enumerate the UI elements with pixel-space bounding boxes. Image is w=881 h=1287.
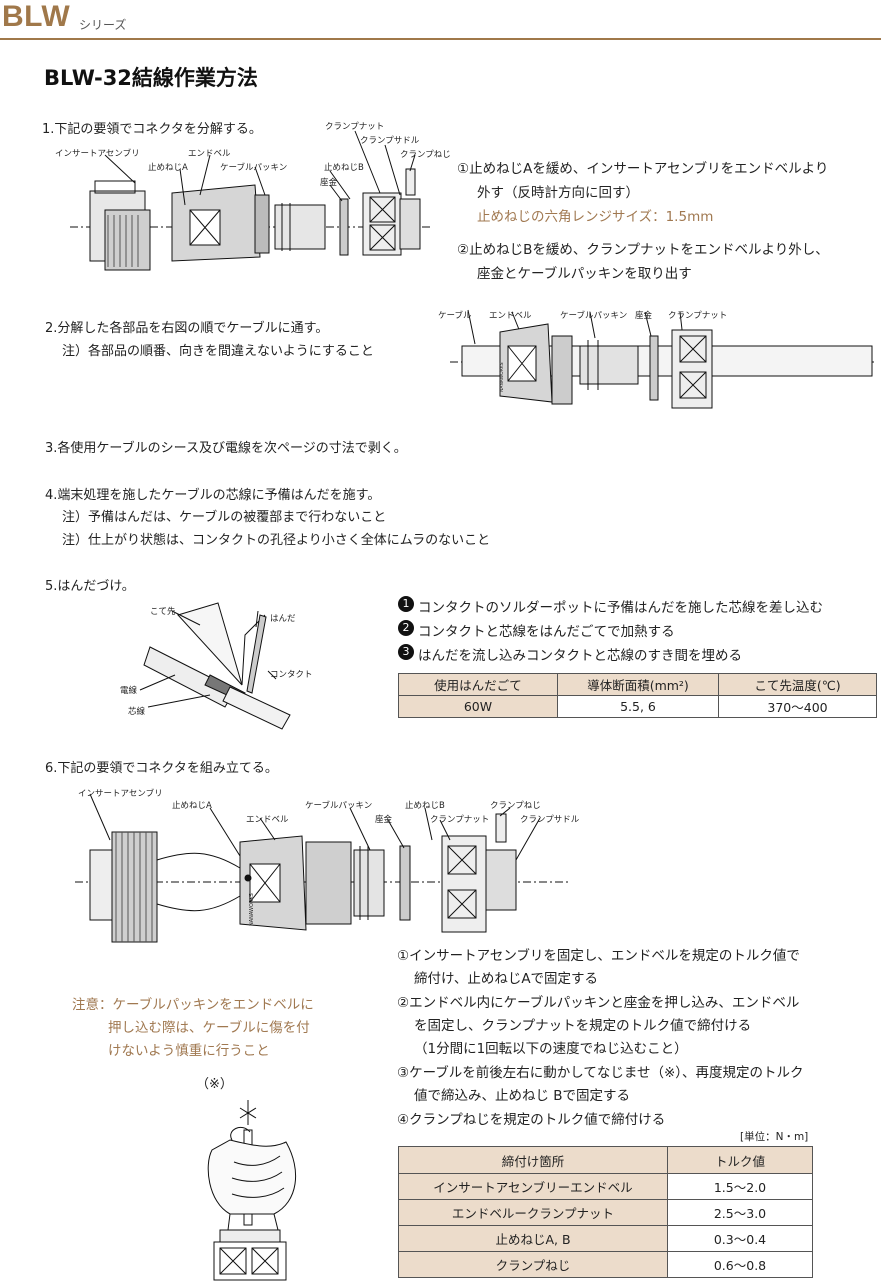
- step5-label-tip: こて先: [150, 607, 176, 617]
- soldering-spec-table: 使用はんだごて 導体断面積(mm²) こて先温度(℃) 60W 5.5, 6 3…: [398, 673, 877, 718]
- assembly-instruction-3: ③ケーブルを前後左右に動かしてなじませ（※）、再度規定のトルク: [397, 1065, 804, 1081]
- step5-label-wire: 電線: [120, 686, 138, 696]
- step4-note-1: 注）予備はんだは、ケーブルの被覆部まで行わないこと: [62, 510, 387, 525]
- torque-location: インサートアセンブリーエンドベル: [398, 1173, 668, 1200]
- step1-instruction-1: ①止めねじAを緩め、インサートアセンブリをエンドベルより: [457, 161, 829, 177]
- assembly-instruction-4: ④クランプねじを規定のトルク値で締付ける: [397, 1112, 666, 1128]
- assembly-instruction-2-speed: （1分間に1回転以下の速度でねじ込むこと）: [414, 1041, 688, 1057]
- soldering-cell-temp: 370～400: [718, 695, 877, 718]
- step3-heading: 3.各使用ケーブルのシース及び電線を次ページの寸法で剥く。: [45, 441, 407, 456]
- caution-line-3: けないよう慎重に行うこと: [108, 1043, 270, 1059]
- torque-location: エンドベルークランプナット: [398, 1199, 668, 1226]
- caution-line-1: 注意：ケーブルパッキンをエンドベルに: [72, 997, 314, 1013]
- torque-table: 締付け箇所 トルク値 インサートアセンブリーエンドベル 1.5～2.0 エンドベ…: [398, 1146, 813, 1278]
- assembly-instruction-3-cont: 値で締込み、止めねじ Bで固定する: [414, 1088, 631, 1104]
- step2-label-endbell: エンドベル: [489, 311, 532, 321]
- table-row: クランプねじ 0.6～0.8: [398, 1251, 813, 1278]
- hand-adjust-illustration: [190, 1090, 320, 1285]
- step6-label-saddle: クランプサドル: [520, 815, 580, 825]
- step5-instruction-3: はんだを流し込みコンタクトと芯線のすき間を埋める: [418, 648, 742, 664]
- step2-heading: 2.分解した各部品を右図の順でケーブルに通す。: [45, 321, 329, 336]
- soldering-header-area: 導体断面積(mm²): [557, 673, 719, 696]
- soldering-header-iron: 使用はんだごて: [398, 673, 558, 696]
- table-row: 止めねじA, B 0.3～0.4: [398, 1225, 813, 1252]
- step6-label-endbell: エンドベル: [246, 815, 289, 825]
- step6-assembly-diagram: NANAWORKS: [70, 780, 590, 950]
- soldering-cell-area: 5.5, 6: [557, 695, 719, 718]
- step1-instruction-2-cont: 座金とケーブルパッキンを取り出す: [477, 266, 692, 282]
- table-row: インサートアセンブリーエンドベル 1.5～2.0: [398, 1173, 813, 1200]
- hand-figure-ref: （※）: [196, 1077, 233, 1092]
- brand-logo: BLW: [2, 0, 71, 33]
- soldering-header-temp: こて先温度(℃): [718, 673, 877, 696]
- step5-label-solder: はんだ: [270, 614, 296, 624]
- step2-endbell-mark: NANAWORKS: [499, 362, 505, 392]
- torque-header-value: トルク値: [667, 1146, 813, 1174]
- step1-label-insert: インサートアセンブリ: [55, 149, 140, 159]
- step6-label-screwB: 止めねじB: [405, 801, 445, 811]
- soldering-cell-iron: 60W: [398, 695, 558, 718]
- torque-value: 2.5～3.0: [667, 1199, 813, 1226]
- step1-label-washer: 座金: [320, 178, 338, 188]
- step6-heading: 6.下記の要領でコネクタを組み立てる。: [45, 761, 278, 776]
- step2-label-packing: ケーブルパッキン: [560, 311, 628, 321]
- caution-line-2: 押し込む際は、ケーブルに傷を付: [108, 1020, 310, 1036]
- step1-hex-size-note: 止めねじの六角レンジサイズ：1.5mm: [477, 209, 714, 225]
- table-row: エンドベルークランプナット 2.5～3.0: [398, 1199, 813, 1226]
- header-divider: [0, 38, 881, 40]
- step2-label-washer: 座金: [635, 311, 653, 321]
- step5-soldering-diagram: [110, 595, 310, 730]
- torque-header-location: 締付け箇所: [398, 1146, 668, 1174]
- step6-endbell-mark: NANAWORKS: [249, 893, 255, 926]
- step1-disassembly-diagram: [50, 115, 440, 285]
- torque-value: 0.6～0.8: [667, 1251, 813, 1278]
- step2-label-cable: ケーブル: [438, 311, 472, 321]
- step5-num-2: 2: [398, 620, 414, 636]
- assembly-instruction-1-cont: 締付け、止めねじAで固定する: [414, 971, 599, 987]
- page-title: BLW-32結線作業方法: [44, 66, 258, 90]
- step4-heading: 4.端末処理を施したケーブルの芯線に予備はんだを施す。: [45, 488, 381, 503]
- step1-instruction-2: ②止めねじBを緩め、クランプナットをエンドベルより外し、: [457, 242, 829, 258]
- step6-label-clampscrew: クランプねじ: [490, 801, 541, 811]
- step1-label-screwB: 止めねじB: [324, 163, 364, 173]
- assembly-instruction-2: ②エンドベル内にケーブルパッキンと座金を押し込み、エンドベル: [397, 995, 800, 1011]
- assembly-instruction-2-cont: を固定し、クランプナットを規定のトルク値で締付ける: [414, 1018, 752, 1034]
- step5-num-1: 1: [398, 596, 414, 612]
- step5-label-contact: コンタクト: [270, 670, 313, 680]
- step1-label-packing: ケーブルパッキン: [220, 163, 288, 173]
- series-label: シリーズ: [79, 18, 127, 32]
- step5-instruction-1: コンタクトのソルダーポットに予備はんだを施した芯線を差し込む: [418, 600, 823, 616]
- table-row: 60W 5.5, 6 370～400: [398, 695, 877, 718]
- assembly-instruction-1: ①インサートアセンブリを固定し、エンドベルを規定のトルク値で: [397, 948, 800, 964]
- torque-unit: [単位：N・m]: [740, 1131, 809, 1143]
- step1-label-clampscrew: クランプねじ: [400, 150, 451, 160]
- torque-location: クランプねじ: [398, 1251, 668, 1278]
- step1-label-clampnut: クランプナット: [325, 122, 385, 132]
- step1-label-endbell: エンドベル: [188, 149, 231, 159]
- step5-instruction-2: コンタクトと芯線をはんだごてで加熱する: [418, 624, 675, 640]
- torque-location: 止めねじA, B: [398, 1225, 668, 1252]
- step5-heading: 5.はんだづけ。: [45, 579, 135, 594]
- step1-heading: 1.下記の要領でコネクタを分解する。: [42, 122, 262, 137]
- torque-value: 0.3～0.4: [667, 1225, 813, 1252]
- step4-note-2: 注）仕上がり状態は、コンタクトの孔径より小さく全体にムラのないこと: [62, 533, 491, 548]
- step6-label-screwA: 止めねじA: [172, 801, 212, 811]
- step2-order-diagram: NANAWORKS: [440, 300, 878, 415]
- step6-label-packing: ケーブルパッキン: [305, 801, 373, 811]
- step1-label-saddle: クランプサドル: [360, 136, 420, 146]
- step5-num-3: 3: [398, 644, 414, 660]
- step1-instruction-1-cont: 外す（反時計方向に回す）: [477, 185, 639, 201]
- step6-label-washer: 座金: [375, 815, 393, 825]
- step2-label-clampnut: クランプナット: [668, 311, 728, 321]
- step1-label-screwA: 止めねじA: [148, 163, 188, 173]
- step6-label-clampnut: クランプナット: [430, 815, 490, 825]
- torque-value: 1.5～2.0: [667, 1173, 813, 1200]
- step5-label-core: 芯線: [128, 707, 146, 717]
- step2-note: 注）各部品の順番、向きを間違えないようにすること: [62, 344, 374, 359]
- step6-label-insert: インサートアセンブリ: [78, 789, 163, 799]
